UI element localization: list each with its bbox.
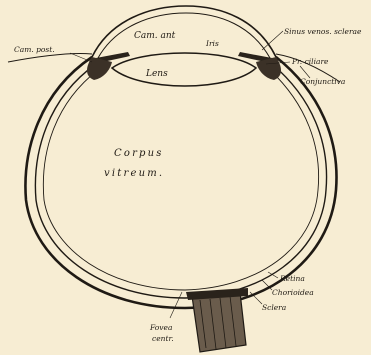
optic-nerve (186, 288, 248, 352)
cornea-outer (92, 6, 276, 57)
leader-fovea (170, 292, 182, 318)
label-fovea: Fovea (149, 323, 172, 332)
label-fovea-centr: centr. (152, 334, 174, 343)
label-vitreum: vitreum. (104, 168, 164, 179)
label-cam-post: Cam. post. (14, 45, 55, 54)
label-cam-ant: Cam. ant (134, 31, 176, 41)
cornea-inner (98, 13, 270, 58)
retina-outline (43, 70, 318, 290)
label-lens: Lens (145, 69, 168, 79)
ciliary-body (87, 57, 281, 80)
cornea (92, 6, 276, 58)
leader-retina (268, 272, 278, 278)
label-chorioidea: Chorioidea (272, 288, 314, 297)
eyeball-wall (25, 57, 336, 308)
sclera-outline (25, 57, 336, 308)
label-pr-ciliare: Pr. ciliare (291, 57, 329, 66)
conjunctiva-line (8, 53, 92, 62)
leader-cam-post (70, 53, 92, 62)
label-conjunctiva: Conjunctiva (300, 77, 345, 86)
label-sinus: Sinus venos. sclerae (284, 27, 362, 36)
choroid-outline (35, 64, 326, 298)
label-sclera: Sclera (262, 303, 286, 312)
label-corpus: Corpus (114, 148, 164, 159)
label-retina: Retina (279, 274, 305, 283)
label-iris: Iris (205, 39, 219, 48)
lens (112, 53, 256, 86)
